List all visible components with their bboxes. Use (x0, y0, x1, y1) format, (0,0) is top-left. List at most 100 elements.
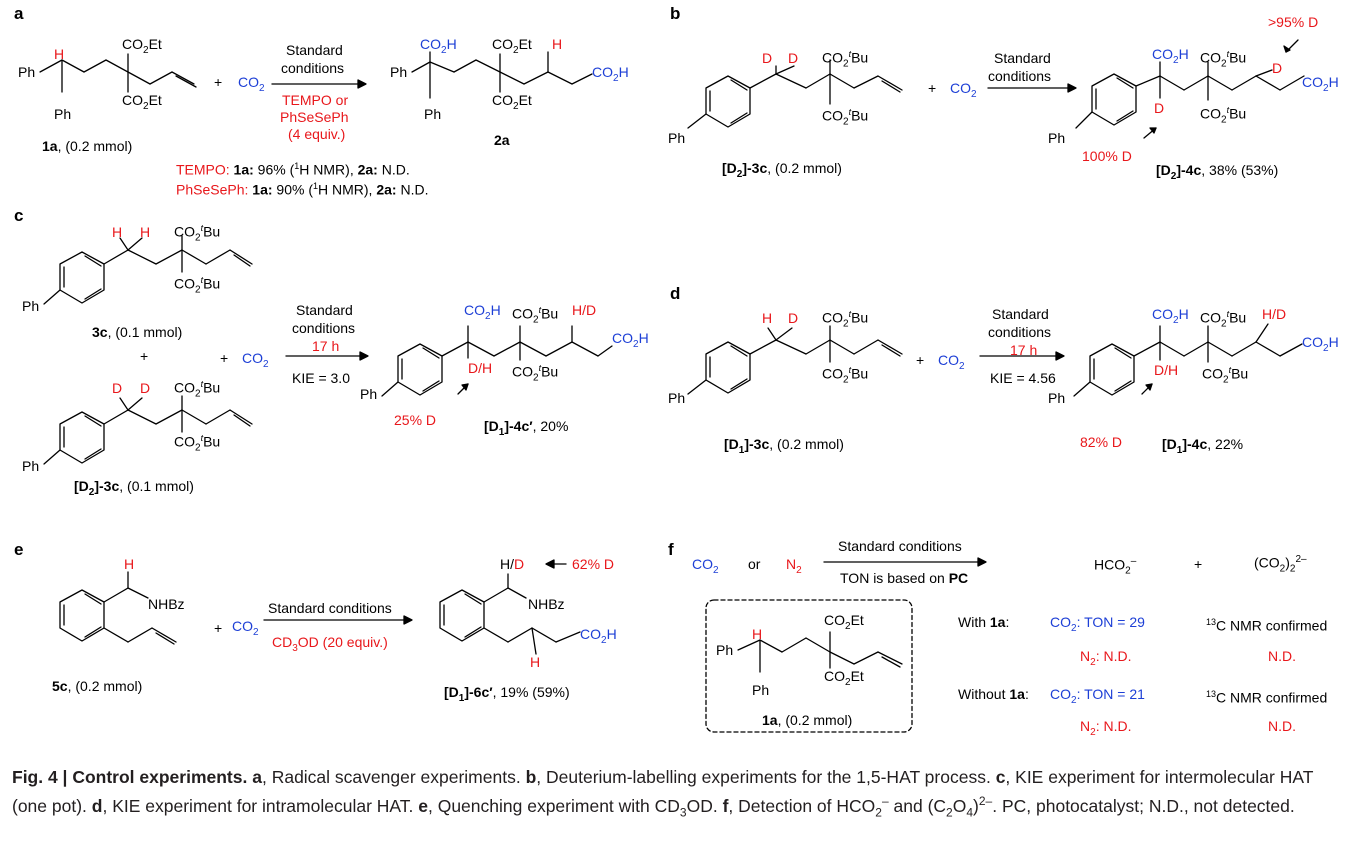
b-p-d-bottom: D (1154, 100, 1165, 116)
panel-b-label: b (670, 4, 681, 23)
f-box-ph-top: Ph (716, 642, 734, 658)
d-arrow-top3: 17 h (1010, 342, 1038, 358)
b-p-caption: [D2]-4c, 38% (53%) (1156, 162, 1279, 182)
a-result-tempo: TEMPO: 1a: 96% (1H NMR), 2a: N.D. (176, 161, 410, 178)
f-box-h: H (752, 626, 763, 642)
b-p-co2h-right: CO2H (1302, 74, 1339, 94)
molecule-1a-box-bonds (737, 631, 903, 673)
d-arrow-top1: Standard (992, 306, 1049, 322)
d-sm-caption: [D1]-3c, (0.2 mmol) (724, 436, 844, 456)
c-co2tbu-2b: CO2tBu (174, 433, 221, 454)
e-p-caption: [D1]-6c′, 19% (59%) (444, 684, 570, 704)
b-p-co2tbu-top: CO2tBu (1200, 49, 1247, 70)
a-p-co2et-bottom: CO2Et (492, 92, 532, 112)
c-p-co2tbu-top: CO2tBu (512, 305, 559, 326)
f-box-co2et-bottom: CO2Et (824, 668, 864, 688)
d-kie: KIE = 4.56 (990, 370, 1056, 386)
d-p-co2h-right: CO2H (1302, 334, 1339, 354)
b-p-co2tbu-bottom: CO2tBu (1200, 105, 1247, 126)
f-box-caption: 1a, (0.2 mmol) (762, 712, 853, 728)
a-co2et-top: CO2Et (122, 36, 162, 56)
d-p-hd: H/D (1262, 306, 1287, 322)
d-co2tbu-top: CO2tBu (822, 309, 869, 330)
b-pct-top: >95% D (1268, 14, 1319, 30)
b-plus: + (928, 80, 937, 96)
f-box-ph-bottom: Ph (752, 682, 770, 698)
arrowhead-a (357, 79, 367, 89)
f-with-n2: N2: N.D. (1080, 648, 1132, 668)
a-arrow-bot3: (4 equiv.) (288, 126, 346, 142)
d-p-dh: D/H (1154, 362, 1179, 378)
molecule-d1-3c-bonds (687, 325, 903, 395)
d-p-co2tbu-top: CO2tBu (1200, 309, 1247, 330)
a-p-label: 2a (494, 132, 510, 148)
e-nhbz: NHBz (148, 596, 185, 612)
d-plus: + (916, 352, 925, 368)
f-without-nd: N.D. (1268, 718, 1296, 734)
a-p-ph-bottom: Ph (424, 106, 442, 122)
b-arrow-top1: Standard (994, 50, 1051, 66)
a-p-co2et-top: CO2Et (492, 36, 532, 56)
arrowhead-b (1067, 83, 1077, 93)
f-box-co2et-top: CO2Et (824, 612, 864, 632)
b-pct-bottom: 100% D (1082, 148, 1132, 164)
c-plus2: + (220, 350, 229, 366)
c-sm2-caption: [D2]-3c, (0.1 mmol) (74, 478, 194, 498)
c-p-co2tbu-bottom: CO2tBu (512, 363, 559, 384)
c-ph2: Ph (22, 458, 40, 474)
f-without-co2: CO2: TON = 21 (1050, 686, 1145, 706)
b-d2: D (788, 50, 799, 66)
f-without-n2: N2: N.D. (1080, 718, 1132, 738)
panel-f-label: f (668, 540, 674, 559)
a-h-label: H (54, 46, 65, 62)
scheme-artwork (39, 39, 1305, 733)
arrowhead-f (977, 557, 987, 567)
molecule-1a-bonds (39, 53, 197, 93)
c-co2tbu-1b: CO2tBu (174, 275, 221, 296)
c-plus1: + (140, 348, 149, 364)
panel-c-label: c (14, 206, 24, 225)
b-p-ph: Ph (1048, 130, 1066, 146)
b-co2tbu-bottom: CO2tBu (822, 107, 869, 128)
c-arrow-top1: Standard (296, 302, 353, 318)
a-arrow-top2: conditions (281, 60, 345, 76)
c-co2tbu-2a: CO2tBu (174, 379, 221, 400)
d-pct: 82% D (1080, 434, 1123, 450)
d-h: H (762, 310, 773, 326)
a-arrow-top1: Standard (286, 42, 343, 58)
d-arrow-top2: conditions (988, 324, 1052, 340)
f-or: or (748, 556, 761, 572)
molecule-d2-4c-bonds (1075, 61, 1305, 129)
d-p-co2h: CO2H (1152, 306, 1189, 326)
e-co2: CO2 (232, 618, 259, 638)
f-co2: CO2 (692, 556, 719, 576)
a-result-phsesph: PhSeSePh: 1a: 90% (1H NMR), 2a: N.D. (176, 181, 429, 198)
molecule-d1-4c-prime-bonds (381, 325, 613, 397)
molecule-2a-bonds (411, 51, 593, 99)
f-with-nd: N.D. (1268, 648, 1296, 664)
panel-e-label: e (14, 540, 24, 559)
d-d: D (788, 310, 799, 326)
a-p-ph-left: Ph (390, 64, 408, 80)
b-arrow-top2: conditions (988, 68, 1052, 84)
f-with-label: With 1a: (958, 614, 1010, 630)
c-d1: D (112, 380, 123, 396)
c-h2: H (140, 224, 151, 240)
panel-d-label: d (670, 284, 681, 303)
molecule-d1-6c-prime-bonds (439, 573, 581, 655)
f-arrow-bot: TON is based on PC (840, 570, 969, 586)
f-without-label: Without 1a: (958, 686, 1029, 702)
c-arrow-top3: 17 h (312, 338, 340, 354)
c-p-co2h-right: CO2H (612, 330, 649, 350)
c-p-caption: [D1]-4c′, 20% (484, 418, 569, 438)
a-sm-caption: 1a, (0.2 mmol) (42, 138, 133, 154)
e-p-co2h: CO2H (580, 626, 617, 646)
e-p-h-bottom: H (530, 654, 541, 670)
a-p-h: H (552, 36, 563, 52)
f-formate: HCO2– (1094, 556, 1137, 577)
molecule-d2-3c-bonds (687, 59, 903, 129)
c-kie: KIE = 3.0 (292, 370, 350, 386)
e-arrow-top: Standard conditions (268, 600, 392, 616)
b-co2: CO2 (950, 80, 977, 100)
f-without-nmr: 13C NMR confirmed (1206, 689, 1328, 706)
